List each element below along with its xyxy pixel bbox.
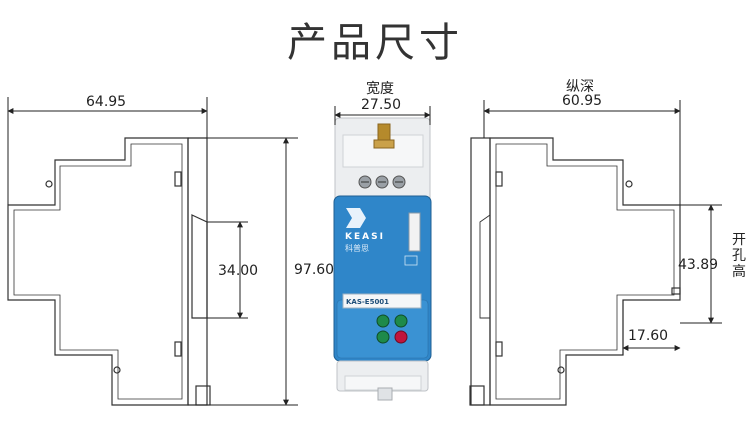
page-title: 产品尺寸 [287,20,463,66]
right-opening-dimension [680,204,722,324]
right-opening-label: 43.89 [678,257,719,273]
left-width-dimension [7,97,208,205]
right-offset-dimension [622,300,681,355]
front-width-dimension [334,106,431,125]
right-opening-caption: 开孔高 [732,232,746,280]
right-depth-dimension [483,100,681,205]
right-offset-label: 17.60 [628,328,669,344]
left-width-label: 64.95 [86,94,127,110]
front-width-caption: 宽度 [366,81,394,97]
left-side-view [7,137,211,406]
right-depth-label: 60.95 [562,93,603,109]
left-height-label: 97.60 [294,262,335,278]
right-side-view [469,137,681,406]
front-width-label: 27.50 [361,97,402,113]
left-slot-label: 34.00 [218,263,259,279]
left-height-dimension [188,137,298,406]
device-front-view [333,117,432,401]
device-brand-cn: 科普思 [345,243,369,253]
right-depth-caption: 纵深 [566,79,594,95]
device-model: KAS-E5001 [346,298,389,306]
left-slot-dimension [207,221,248,319]
device-brand: KEASI [345,232,385,242]
